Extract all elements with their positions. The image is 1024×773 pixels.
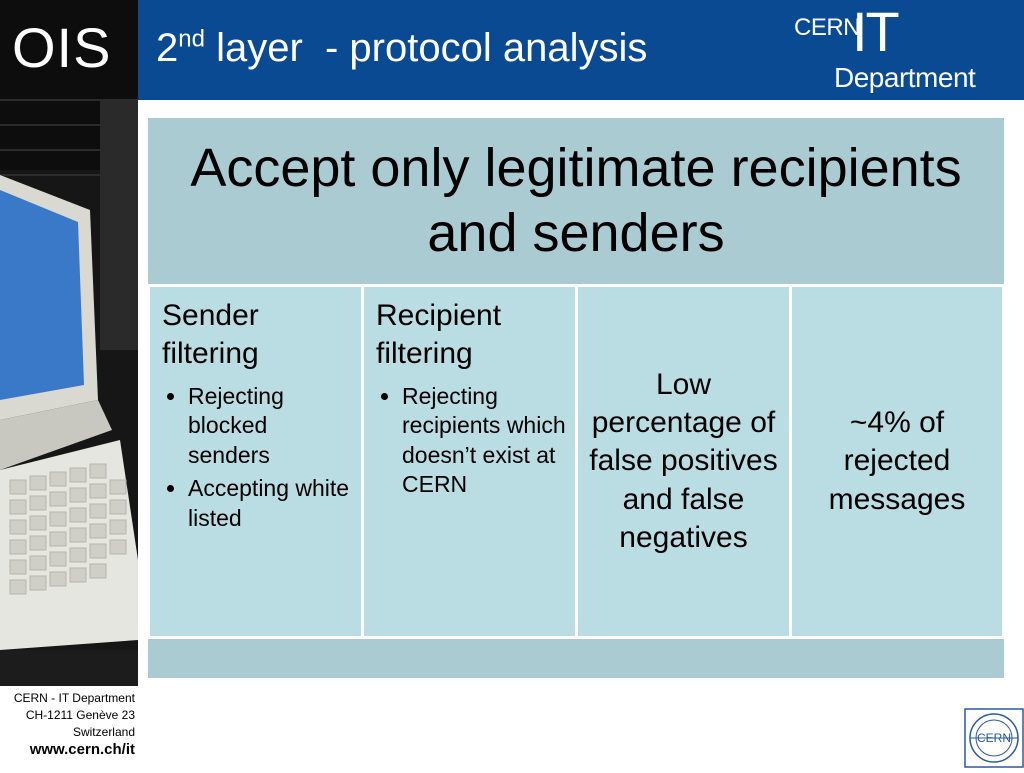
cell-false-positives: Low percentage of false positives and fa…	[578, 287, 789, 636]
cell-sender-filtering: Sender filtering Rejecting blocked sende…	[150, 287, 361, 636]
cell-rejected-messages: ~4% of rejected messages	[792, 287, 1002, 636]
title-ordinal-suffix: nd	[178, 25, 205, 53]
logo-cern-text: CERN	[794, 14, 861, 41]
section-label: OIS	[12, 16, 112, 79]
cern-logo: CERN	[964, 708, 1024, 768]
cern-logo-icon: CERN	[964, 708, 1024, 768]
side-photo	[0, 0, 138, 686]
cern-logo-text: CERN	[977, 731, 1011, 745]
cell-title: Recipient filtering	[376, 299, 502, 370]
cell-recipient-filtering: Recipient filtering Rejecting recipients…	[364, 287, 575, 636]
list-item: Accepting white listed	[188, 474, 353, 533]
footer-address: CERN - IT Department CH-1211 Genève 23 S…	[4, 690, 135, 758]
footer-line: CH-1211 Genève 23	[25, 708, 135, 722]
footer-line: CERN - IT Department	[13, 691, 135, 705]
slide-title: 2nd layer - protocol analysis	[156, 25, 648, 70]
bullet-list: Rejecting recipients which doesn’t exist…	[364, 382, 575, 500]
table-footer-row	[148, 639, 1004, 678]
logo-it-text: IT	[852, 0, 900, 63]
content-table: Accept only legitimate recipients and se…	[148, 118, 1004, 678]
footer-line: Switzerland	[72, 725, 135, 739]
title-ordinal: 2	[156, 26, 179, 70]
bullet-list: Rejecting blocked senders Accepting whit…	[150, 382, 361, 533]
footer-url-link[interactable]: www.cern.ch/it	[29, 741, 135, 758]
logo-department-text: Department	[834, 62, 976, 93]
list-item: Rejecting recipients which doesn’t exist…	[402, 382, 567, 500]
computer-photo-illustration	[0, 0, 138, 686]
cern-it-department-logo: CERN IT Department	[794, 4, 1014, 94]
cell-title: Sender filtering	[162, 299, 259, 370]
title-text: layer - protocol analysis	[204, 26, 648, 70]
table-heading: Accept only legitimate recipients and se…	[148, 118, 1004, 284]
list-item: Rejecting blocked senders	[188, 382, 353, 470]
header-bar: 2nd layer - protocol analysis CERN IT De…	[138, 0, 1024, 100]
